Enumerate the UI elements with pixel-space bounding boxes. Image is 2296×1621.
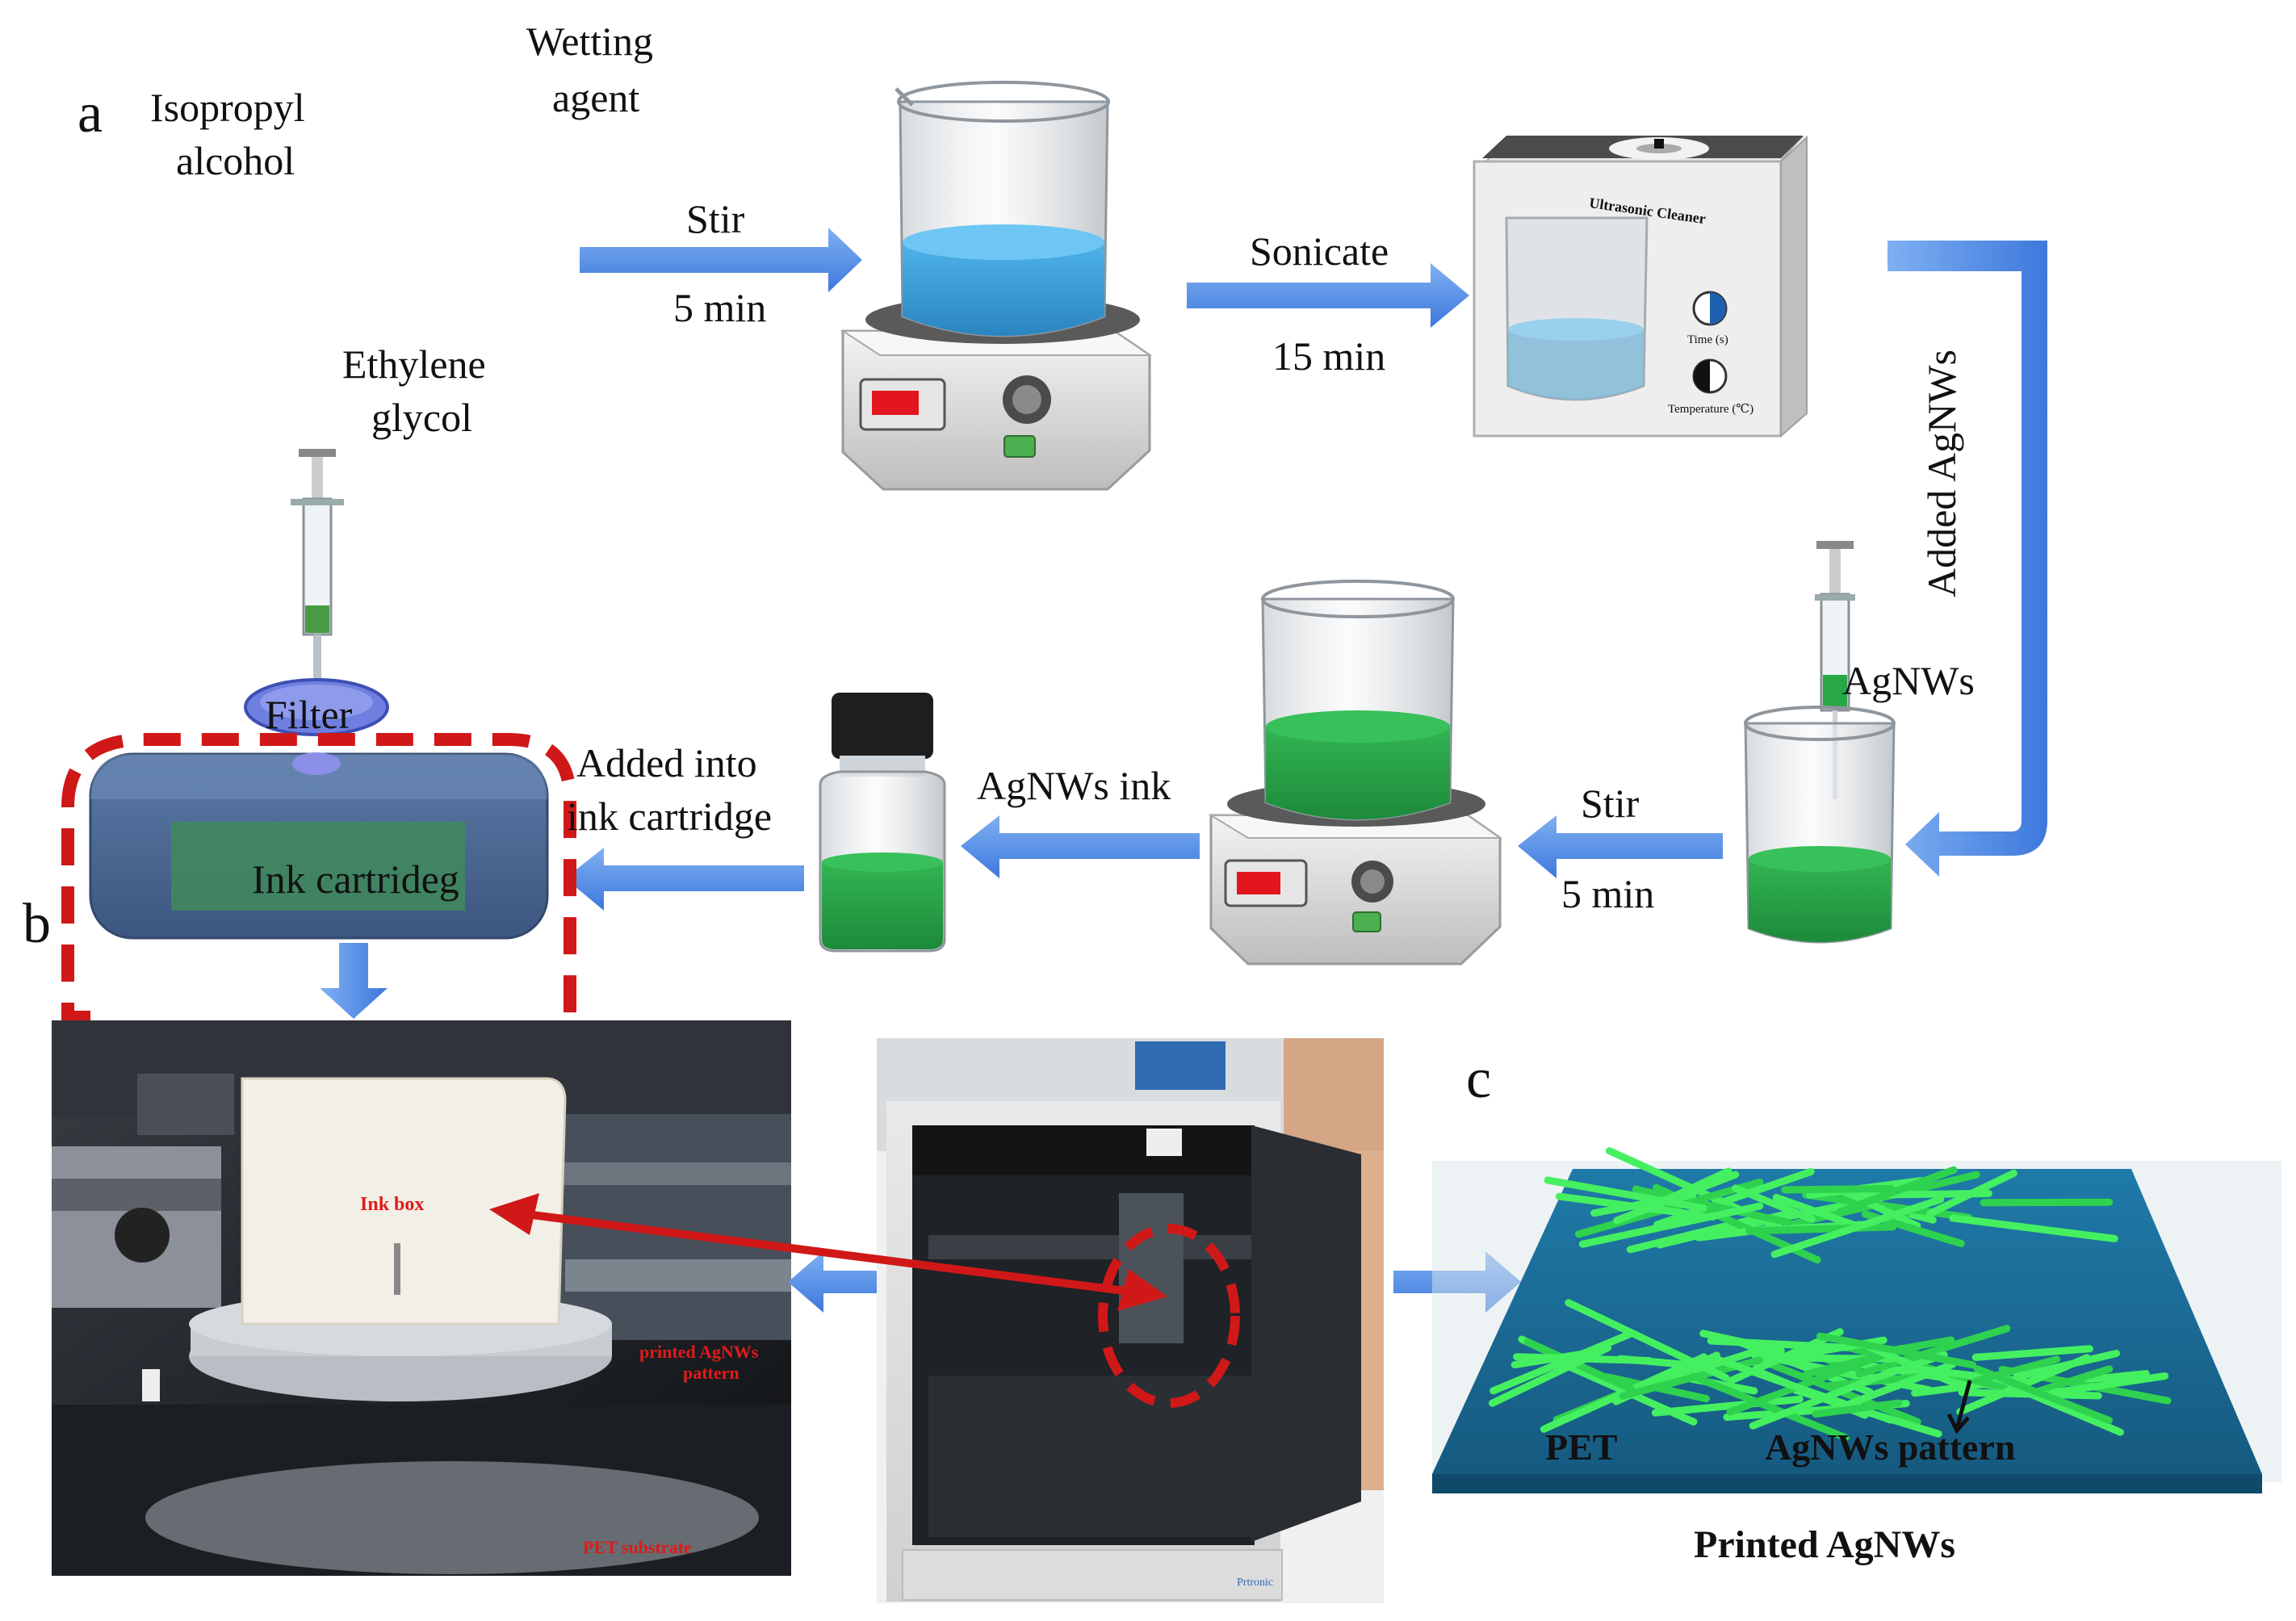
ink-arrow <box>961 815 1200 878</box>
panel-label-b: b <box>23 893 51 955</box>
cartridge-arrow <box>565 848 804 911</box>
ethylene-label: Ethylene <box>342 341 486 387</box>
time-knob-label: Time (s) <box>1687 333 1728 346</box>
down-arrow <box>320 943 388 1019</box>
stir1-time: 5 min <box>673 285 767 330</box>
filter-label: Filter <box>265 692 353 737</box>
printed-agnws-caption: Printed AgNWs <box>1694 1523 1955 1566</box>
ink-cartridge-line: ink cartridge <box>567 794 773 839</box>
nanowire <box>1699 1330 1785 1355</box>
isopropyl-label: Isopropyl <box>150 85 305 130</box>
photo-printhead <box>52 1020 791 1576</box>
nanowire <box>1802 1191 1973 1221</box>
agnws-label: AgNWs <box>1842 658 1975 703</box>
panel-label-a: a <box>78 82 103 145</box>
sonicate-time: 15 min <box>1272 333 1386 379</box>
nanowire <box>1812 1399 1902 1418</box>
stir2-time: 5 min <box>1561 871 1655 916</box>
ink-cartridge <box>89 752 549 940</box>
pet-label: PET <box>1545 1426 1618 1468</box>
nanowire <box>1565 1299 1730 1382</box>
nanowire <box>1745 1223 1897 1235</box>
nanowire <box>1971 1345 2093 1361</box>
nanowire <box>1651 1395 1804 1417</box>
sonicate-arrow <box>1187 263 1469 328</box>
nanowire <box>1590 1191 1697 1217</box>
nanowire <box>1489 1330 1633 1395</box>
stir2-arrow <box>1518 815 1723 878</box>
pattern-pointer-arrow <box>1946 1380 1972 1435</box>
photo-printer <box>877 1038 1384 1603</box>
beaker-green-stir <box>1261 580 1455 821</box>
nanowire <box>1653 1167 1815 1229</box>
nanowire <box>1973 1365 2114 1425</box>
ink-box-label: Ink box <box>360 1194 425 1215</box>
nanowire <box>1544 1176 1707 1213</box>
stir-arrow <box>580 228 862 292</box>
ink-cartridge-label: Ink cartrideg <box>252 857 459 902</box>
agent-label: agent <box>552 75 640 120</box>
alcohol-label: alcohol <box>176 138 295 183</box>
added-agnws-label: Added AgNWs <box>1919 350 1964 597</box>
printed-pattern-label-1: printed AgNWs <box>639 1342 759 1362</box>
sonicate-label: Sonicate <box>1250 228 1389 274</box>
stir2-label: Stir <box>1581 781 1640 826</box>
nanowire <box>1578 1202 1764 1248</box>
ultrasonic-cleaner <box>1473 135 1808 438</box>
nanowire <box>1523 1338 1636 1393</box>
temperature-knob-label: Temperature (℃) <box>1668 403 1754 416</box>
glycol-syringe <box>291 449 344 678</box>
agnws-ink-label: AgNWs ink <box>977 763 1171 808</box>
pet-substrate-label: PET substrate <box>583 1537 692 1557</box>
nanowire <box>1949 1214 2118 1242</box>
nanowire <box>1632 1185 1792 1226</box>
nanowire <box>1837 1186 1921 1230</box>
beaker-green-agnws <box>1744 706 1896 944</box>
nanowire <box>1958 1389 2102 1400</box>
nanowire <box>1749 1376 1875 1430</box>
nanowire <box>1690 1372 1850 1442</box>
beaker-blue <box>895 81 1110 337</box>
glycol-label: glycol <box>371 395 472 440</box>
added-agnws-arrow <box>1887 241 2047 877</box>
nanowire <box>1816 1332 1976 1369</box>
panel-label-c: c <box>1466 1048 1492 1110</box>
nanowire <box>1862 1342 1971 1393</box>
printer-brand: Prtronic <box>1237 1577 1274 1589</box>
nanowire <box>1770 1196 1945 1259</box>
nanowire <box>1513 1353 1653 1365</box>
filter-disc <box>244 678 389 736</box>
nanowire <box>1855 1325 2011 1378</box>
inkbox-link-arrow <box>489 1193 1167 1311</box>
nanowire <box>1926 1169 2017 1217</box>
nanowire <box>1980 1198 2114 1207</box>
added-into-label: Added into <box>576 740 757 785</box>
stir1-label: Stir <box>686 196 745 241</box>
agnws-pattern-label: AgNWs pattern <box>1765 1426 2016 1468</box>
printed-pattern-label-2: pattern <box>683 1363 739 1383</box>
nanowire <box>1781 1184 1896 1194</box>
ink-bottle <box>819 693 946 953</box>
nanowire <box>1836 1166 1958 1216</box>
wetting-label: Wetting <box>526 19 654 64</box>
nanowire <box>2049 1372 2169 1397</box>
agnws-wires <box>1488 1147 2172 1442</box>
